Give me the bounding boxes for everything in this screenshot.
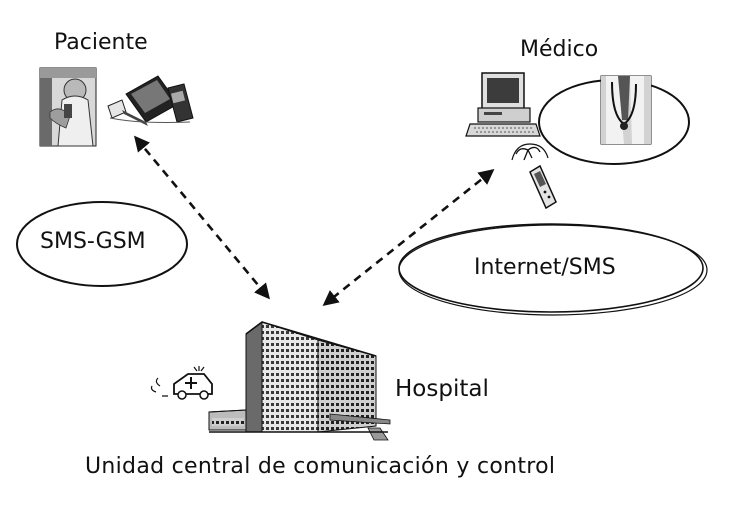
ambulance-icon bbox=[150, 366, 213, 400]
desktop-computer-icon bbox=[465, 72, 541, 137]
doctor-photo-icon bbox=[600, 75, 652, 145]
doctor-hospital-arrow bbox=[322, 169, 495, 306]
hospital-building-icon bbox=[208, 321, 391, 441]
handheld-devices-icon bbox=[107, 75, 194, 126]
doctor-label: Médico bbox=[520, 37, 599, 62]
patient-label: Paciente bbox=[54, 30, 148, 55]
diagram-caption: Unidad central de comunicación y control bbox=[85, 454, 556, 479]
mobile-phone-icon bbox=[511, 143, 557, 210]
patient-photo-icon bbox=[39, 67, 97, 147]
patient-hospital-arrow bbox=[134, 135, 270, 300]
sms-gsm-label: SMS-GSM bbox=[40, 229, 146, 254]
internet-sms-label: Internet/SMS bbox=[474, 255, 616, 280]
hospital-label: Hospital bbox=[395, 376, 489, 402]
